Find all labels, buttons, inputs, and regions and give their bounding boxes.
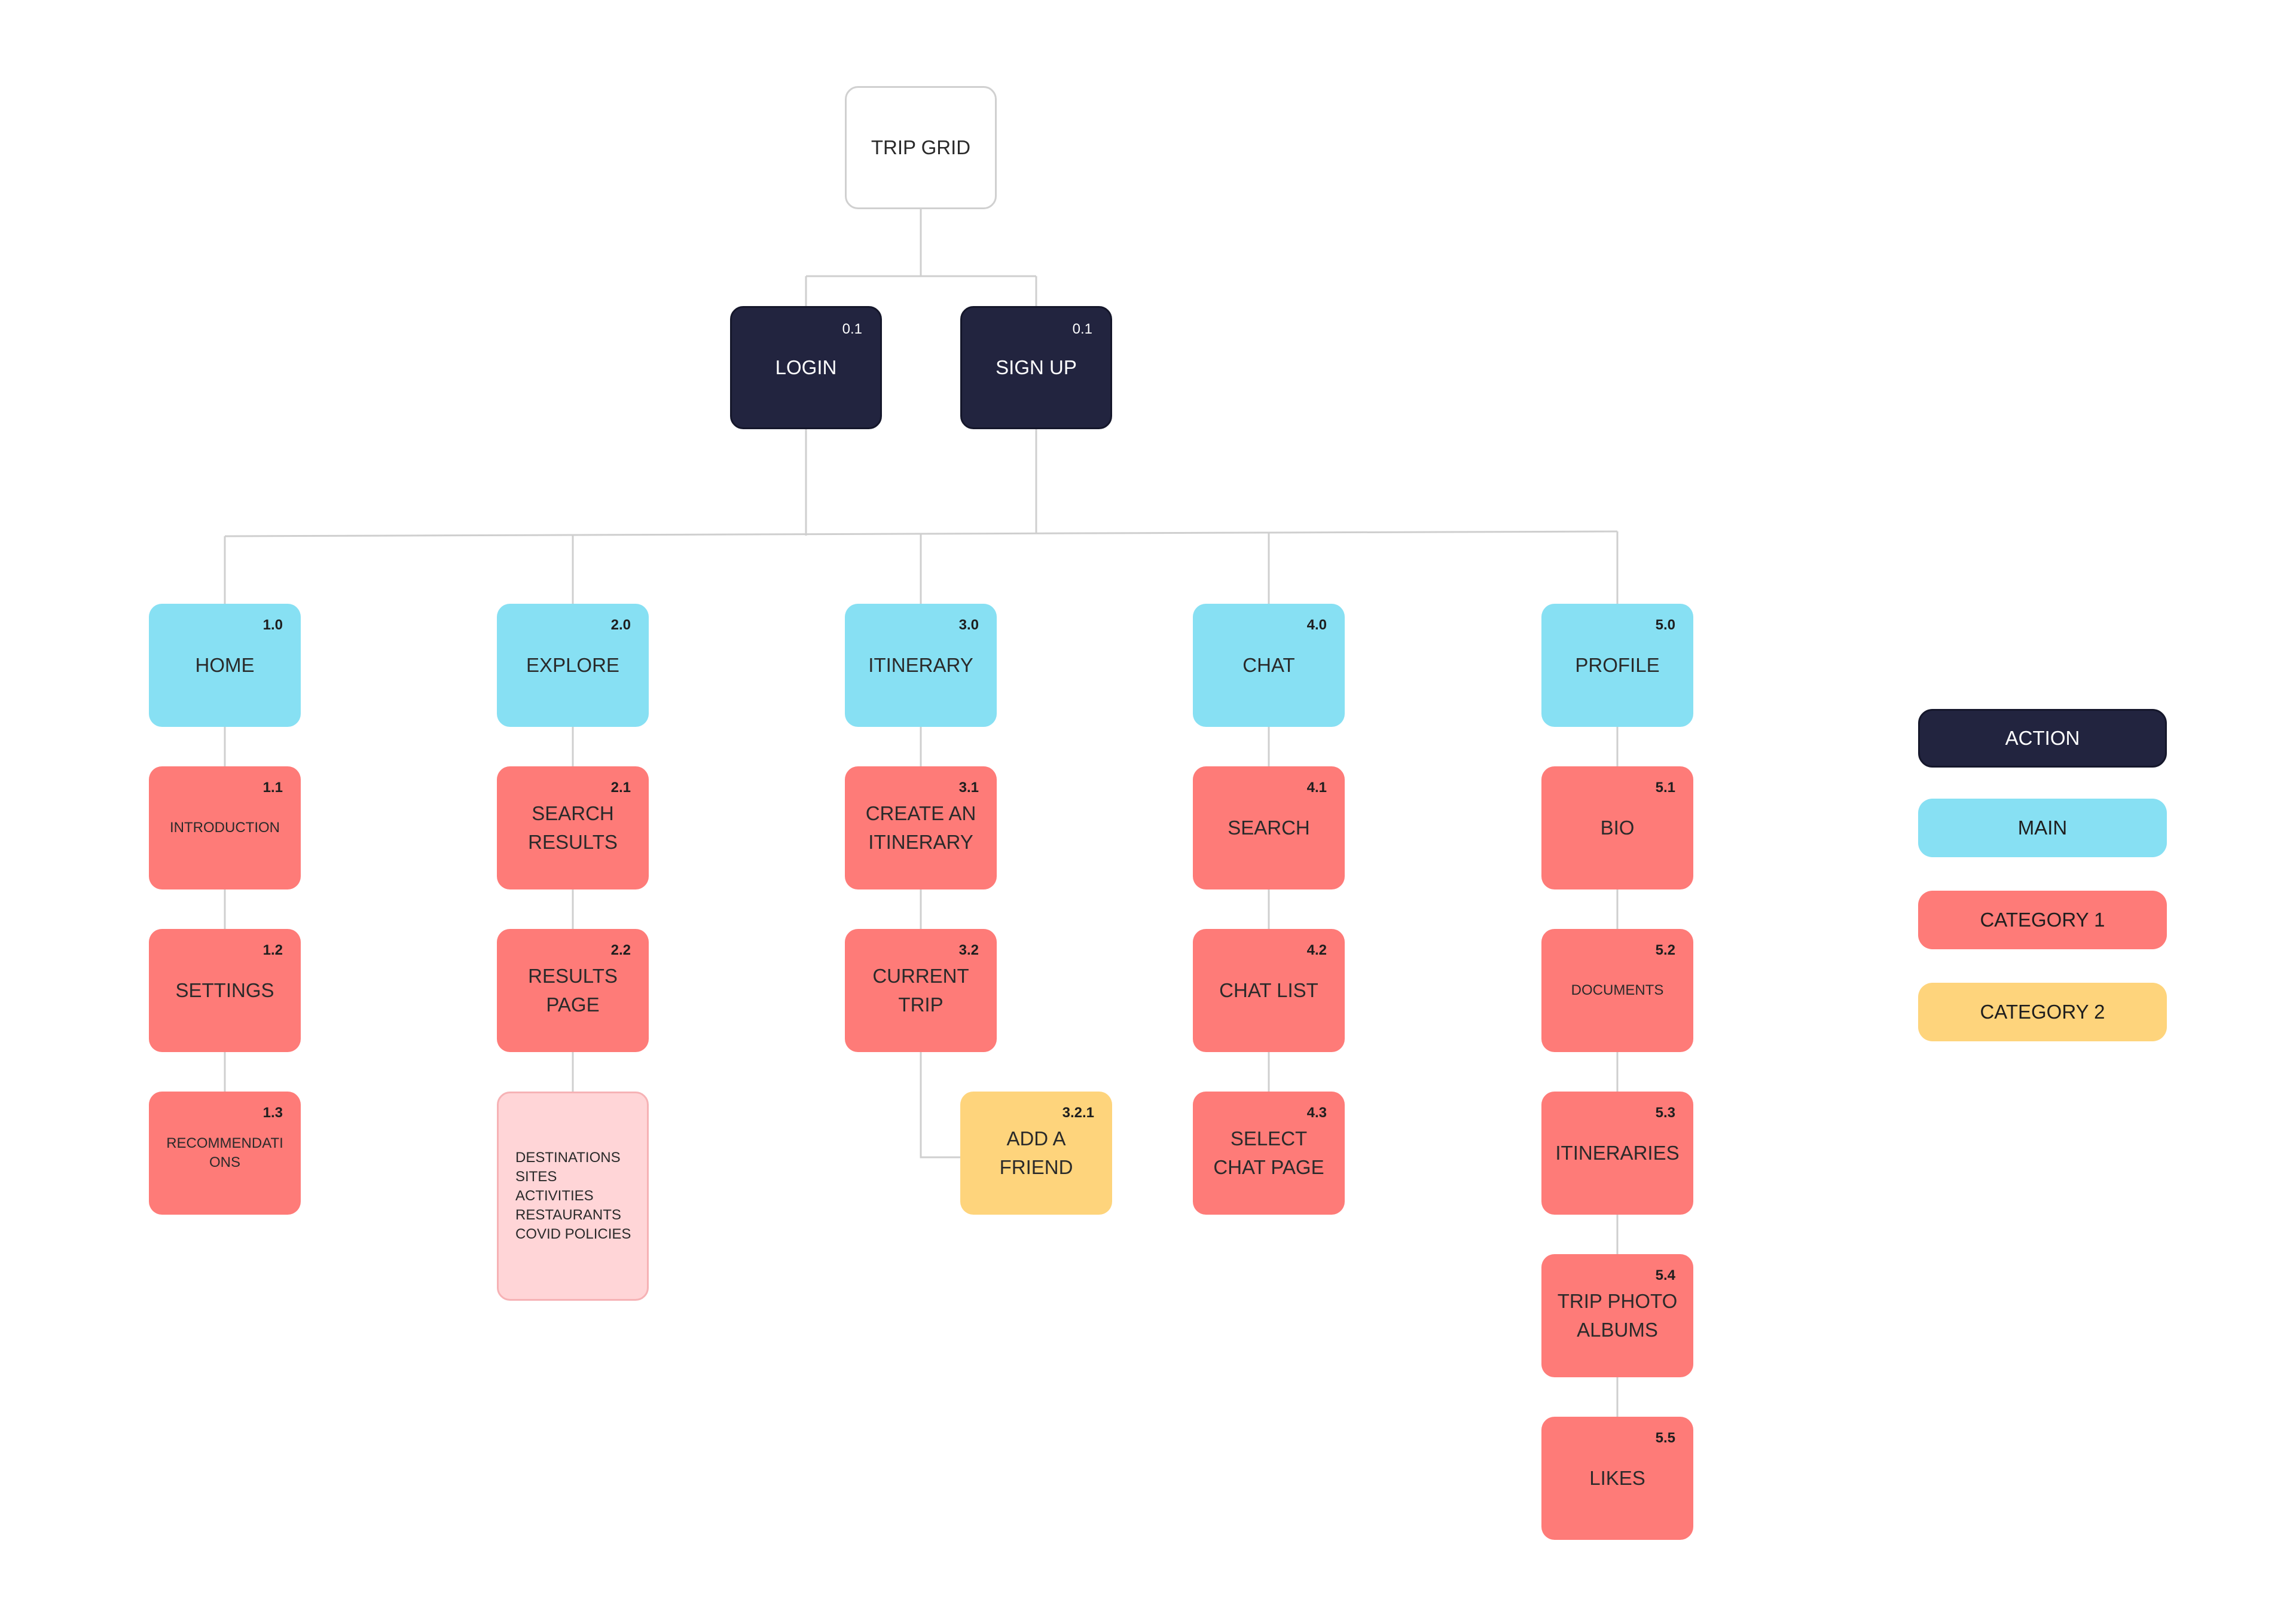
node-label: SELECT CHAT PAGE [1213, 1127, 1324, 1178]
node-label: BIO [1600, 817, 1635, 839]
node-label: LIKES [1589, 1467, 1645, 1489]
node-number: 5.4 [1655, 1267, 1675, 1283]
node-bio[interactable]: 5.1 BIO [1541, 766, 1693, 889]
node-label: CHAT LIST [1219, 979, 1318, 1001]
node-number: 2.2 [610, 942, 631, 958]
node-number: 1.0 [262, 617, 283, 633]
node-sign-up[interactable]: 0.1 SIGN UP [960, 306, 1112, 429]
legend-category-1: CATEGORY 1 [1918, 891, 2167, 949]
node-label: DOCUMENTS [1571, 982, 1664, 998]
node-label: HOME [195, 654, 255, 676]
node-label: LOGIN [775, 356, 837, 378]
node-recommendations[interactable]: 1.3 RECOMMENDATI ONS [149, 1092, 301, 1215]
node-current-trip[interactable]: 3.2 CURRENT TRIP [845, 929, 997, 1052]
node-number: 5.1 [1655, 779, 1675, 796]
node-label: PROFILE [1575, 654, 1660, 676]
node-likes[interactable]: 5.5 LIKES [1541, 1417, 1693, 1540]
node-list-items: DESTINATIONS SITES ACTIVITIES RESTAURANT… [515, 1150, 631, 1242]
node-chat-search[interactable]: 4.1 SEARCH [1193, 766, 1345, 889]
node-number: 5.3 [1655, 1105, 1675, 1121]
node-label: EXPLORE [526, 654, 619, 676]
node-label: SETTINGS [175, 979, 274, 1001]
node-number: 3.0 [958, 617, 979, 633]
node-number: 4.2 [1306, 942, 1327, 958]
node-trip-grid[interactable]: TRIP GRID [845, 86, 997, 209]
legend-category-2: CATEGORY 2 [1918, 983, 2167, 1041]
node-number: 4.0 [1306, 617, 1327, 633]
node-number: 0.1 [842, 321, 862, 337]
node-number: 4.1 [1306, 779, 1327, 796]
node-trip-photo-albums[interactable]: 5.4 TRIP PHOTO ALBUMS [1541, 1254, 1693, 1377]
node-label: CURRENT TRIP [872, 965, 969, 1016]
node-number: 5.0 [1655, 617, 1675, 633]
node-label: TRIP PHOTO ALBUMS [1557, 1290, 1678, 1341]
node-label: CREATE AN ITINERARY [865, 802, 976, 853]
node-label: RESULTS PAGE [528, 965, 618, 1016]
node-label: ITINERARY [868, 654, 973, 676]
node-number: 3.1 [958, 779, 979, 796]
node-number: 0.1 [1072, 321, 1092, 337]
node-login[interactable]: 0.1 LOGIN [730, 306, 882, 429]
node-number: 3.2 [958, 942, 979, 958]
node-itineraries[interactable]: 5.3 ITINERARIES [1541, 1092, 1693, 1215]
node-explore-list[interactable]: DESTINATIONS SITES ACTIVITIES RESTAURANT… [497, 1092, 649, 1301]
node-itinerary[interactable]: 3.0 ITINERARY [845, 604, 997, 727]
node-documents[interactable]: 5.2 DOCUMENTS [1541, 929, 1693, 1052]
node-number: 2.1 [610, 779, 631, 796]
node-search-results[interactable]: 2.1 SEARCH RESULTS [497, 766, 649, 889]
node-create-itinerary[interactable]: 3.1 CREATE AN ITINERARY [845, 766, 997, 889]
node-label: SEARCH [1228, 817, 1310, 839]
node-add-friend[interactable]: 3.2.1 ADD A FRIEND [960, 1092, 1112, 1215]
node-introduction[interactable]: 1.1 INTRODUCTION [149, 766, 301, 889]
node-number: 2.0 [610, 617, 631, 633]
node-settings[interactable]: 1.2 SETTINGS [149, 929, 301, 1052]
node-label: TRIP GRID [871, 136, 971, 158]
node-label: RECOMMENDATI ONS [166, 1135, 283, 1170]
node-number: 1.3 [262, 1105, 283, 1121]
node-number: 5.5 [1655, 1430, 1675, 1446]
legend-main: MAIN [1918, 799, 2167, 857]
node-label: INTRODUCTION [170, 820, 280, 836]
node-label: SEARCH RESULTS [528, 802, 618, 853]
node-number: 1.1 [262, 779, 283, 796]
node-number: 5.2 [1655, 942, 1675, 958]
node-number: 1.2 [262, 942, 283, 958]
node-chat[interactable]: 4.0 CHAT [1193, 604, 1345, 727]
node-select-chat-page[interactable]: 4.3 SELECT CHAT PAGE [1193, 1092, 1345, 1215]
node-explore[interactable]: 2.0 EXPLORE [497, 604, 649, 727]
node-label: ITINERARIES [1555, 1142, 1680, 1164]
node-label: ADD A FRIEND [999, 1127, 1073, 1178]
node-profile[interactable]: 5.0 PROFILE [1541, 604, 1693, 727]
node-chat-list[interactable]: 4.2 CHAT LIST [1193, 929, 1345, 1052]
node-label: SIGN UP [996, 356, 1077, 378]
node-home[interactable]: 1.0 HOME [149, 604, 301, 727]
legend-action: ACTION [1918, 709, 2167, 768]
node-label: CHAT [1242, 654, 1295, 676]
node-results-page[interactable]: 2.2 RESULTS PAGE [497, 929, 649, 1052]
node-number: 3.2.1 [1062, 1105, 1094, 1121]
node-number: 4.3 [1306, 1105, 1327, 1121]
